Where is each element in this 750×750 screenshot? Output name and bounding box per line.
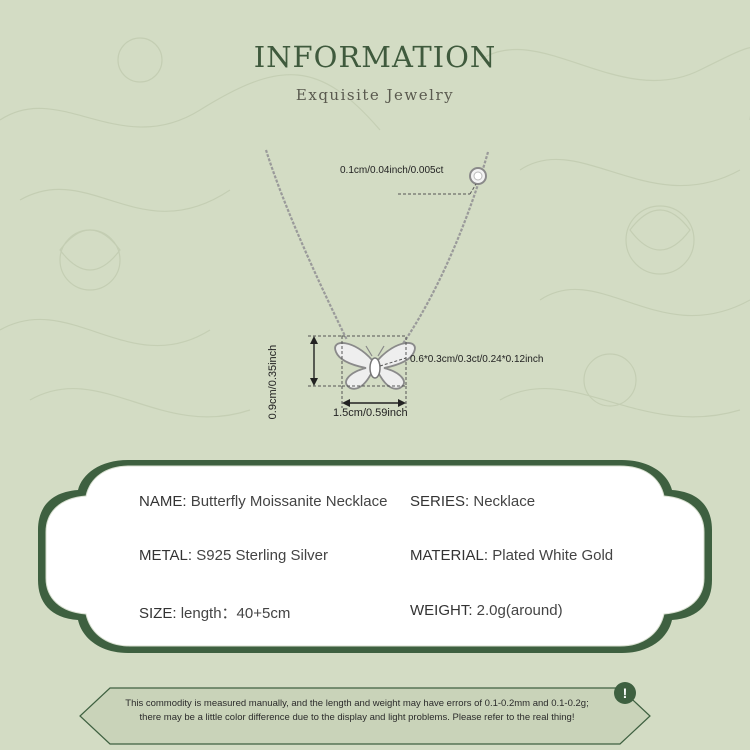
info-card-frame: [38, 460, 712, 653]
spec-weight: WEIGHT: 2.0g(around): [410, 602, 563, 619]
spec-material: MATERIAL: Plated White Gold: [410, 547, 614, 564]
necklace-illustration: [264, 149, 490, 408]
spec-size: SIZE: length：40+5cm: [139, 605, 291, 622]
notice-box: This commodity is measured manually, and…: [92, 688, 652, 736]
warning-icon: !: [614, 682, 636, 704]
center-stone-size-label: 0.6*0.3cm/0.3ct/0.24*0.12inch: [410, 354, 544, 365]
notice-line-1: This commodity is measured manually, and…: [125, 698, 589, 709]
notice-line-2: there may be a little color difference d…: [139, 712, 575, 723]
spec-series: SERIES: Necklace: [410, 493, 536, 510]
height-dimension-label: 0.9cm/0.35inch: [267, 344, 279, 420]
specs-grid: NAME: Butterfly Moissanite Necklace SERI…: [139, 478, 639, 648]
butterfly-pendant: [334, 342, 416, 390]
notice-text: This commodity is measured manually, and…: [92, 697, 622, 725]
page-title: INFORMATION: [253, 40, 497, 74]
width-dimension-label: 1.5cm/0.59inch: [333, 407, 408, 419]
spec-name: NAME: Butterfly Moissanite Necklace: [139, 493, 388, 510]
spec-metal: METAL: S925 Sterling Silver: [139, 547, 328, 564]
page-subtitle: Exquisite Jewelry: [295, 86, 455, 104]
stone-size-label: 0.1cm/0.04inch/0.005ct: [340, 165, 444, 176]
chain-left: [264, 149, 348, 341]
